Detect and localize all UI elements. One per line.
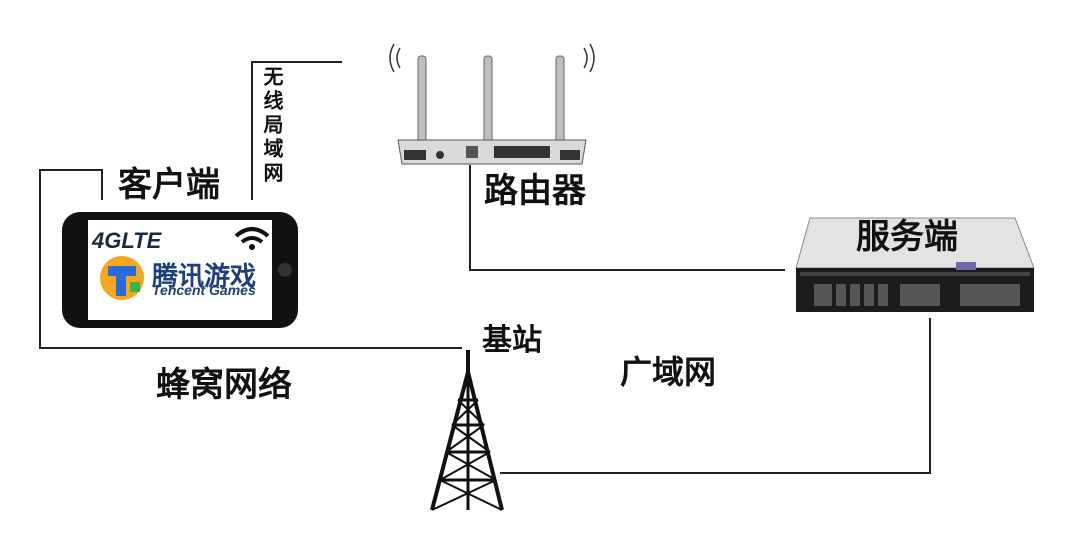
router-to-server-link bbox=[469, 165, 785, 271]
phone-to-basestation-link bbox=[39, 169, 462, 349]
wlan-label: 无线局域网 bbox=[260, 66, 284, 186]
tencent-games-logo-icon bbox=[100, 256, 144, 300]
brand-name-cn: 腾讯游戏 bbox=[152, 261, 257, 291]
router-label: 路由器 bbox=[484, 171, 586, 211]
network-badge: 4GLTE bbox=[92, 228, 162, 253]
server-label: 服务端 bbox=[856, 217, 958, 257]
base-station-label: 基站 bbox=[482, 323, 542, 358]
basestation-to-server-link bbox=[500, 318, 931, 474]
client-label: 客户端 bbox=[118, 165, 220, 205]
router-icon bbox=[389, 43, 595, 165]
cellular-network-label: 蜂窝网络 bbox=[156, 365, 292, 405]
brand-name-en: Tencent Games bbox=[152, 282, 256, 298]
wan-label: 广域网 bbox=[620, 353, 717, 391]
wifi-icon bbox=[234, 227, 270, 244]
phone-icon bbox=[62, 212, 298, 328]
connection-lines bbox=[39, 61, 931, 474]
phone-to-router-link bbox=[251, 61, 342, 200]
server-icon bbox=[795, 217, 1035, 312]
base-station-tower-icon bbox=[430, 350, 504, 511]
